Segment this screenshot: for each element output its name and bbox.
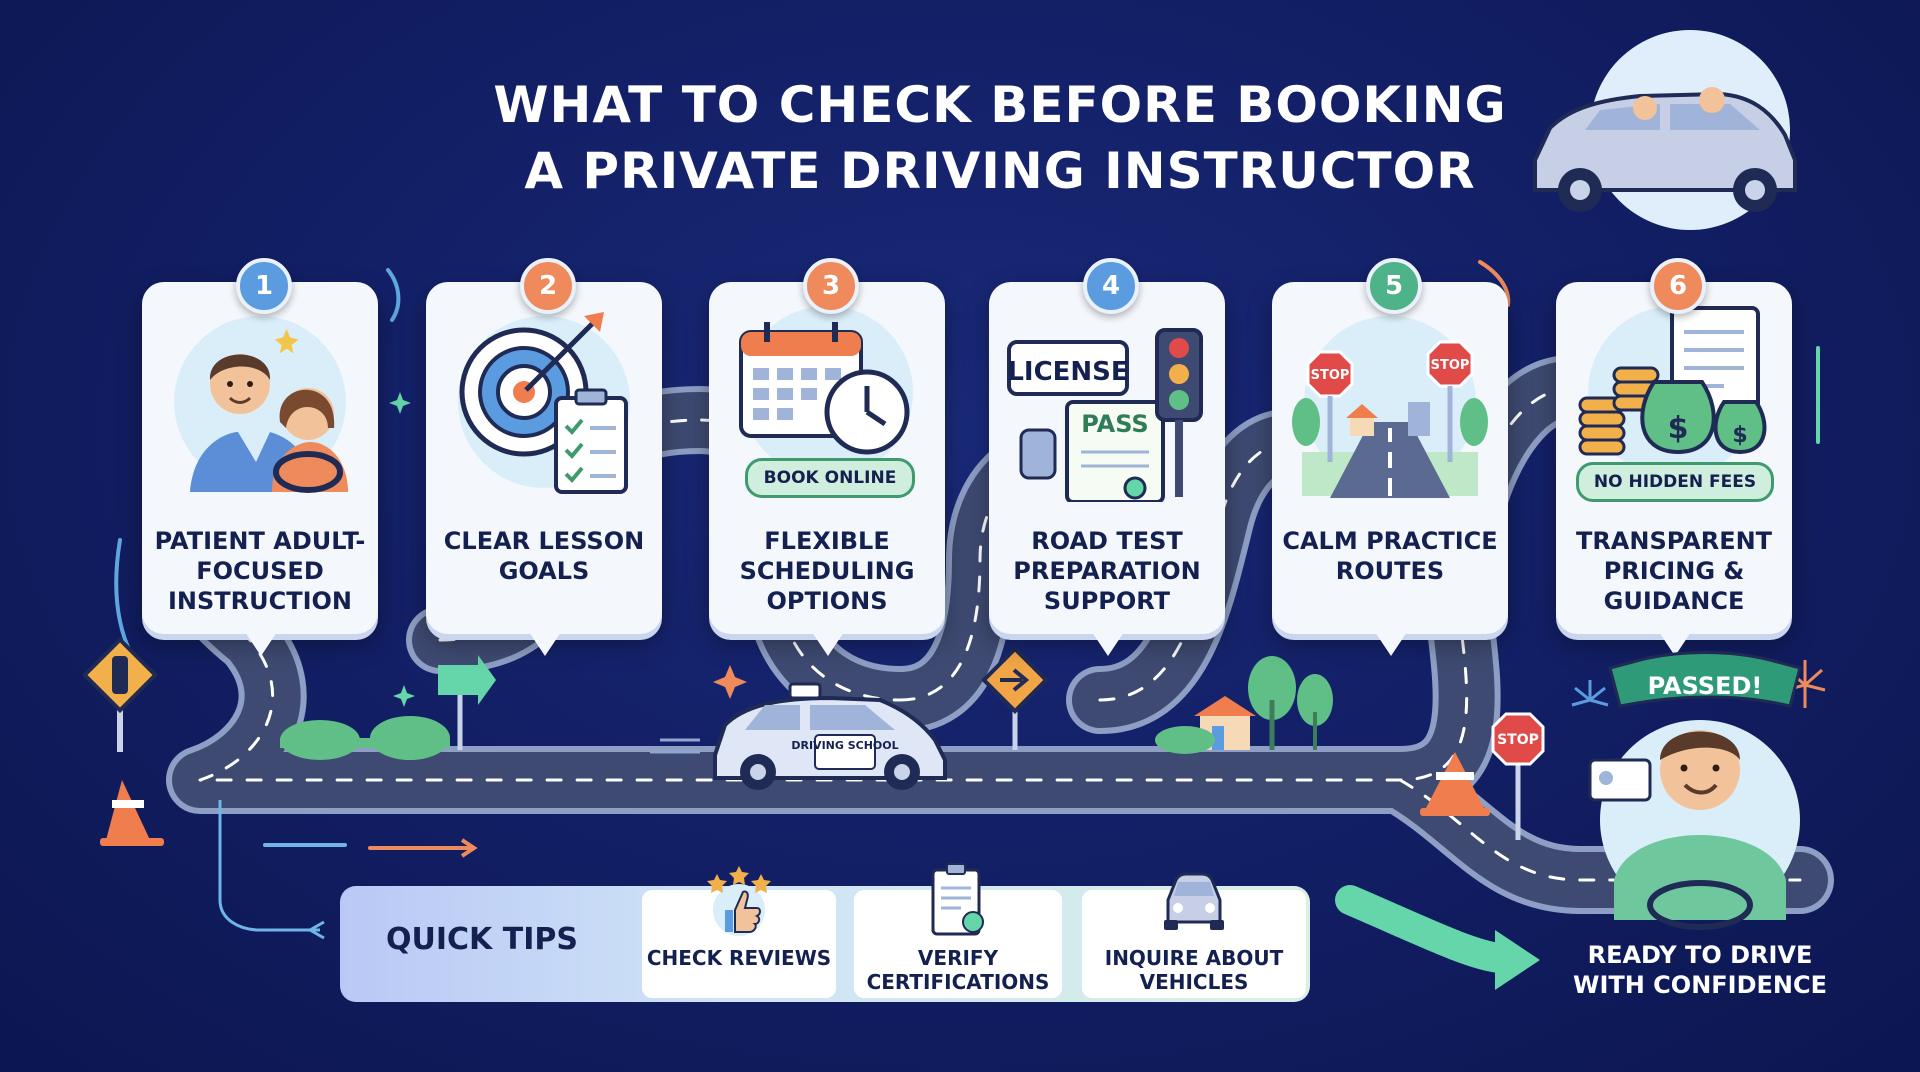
- step-label: FLEXIBLE SCHEDULING OPTIONS: [739, 527, 915, 615]
- no-hidden-fees-pill: NO HIDDEN FEES: [1576, 462, 1774, 502]
- step-card-6: $ $ NO HIDDEN FEES TRANSPARENT PRICING &…: [1556, 282, 1792, 656]
- traffic-cone-icon: [1420, 752, 1490, 816]
- stop-sign-text: STOP: [1431, 358, 1470, 373]
- card-pointer: [245, 632, 277, 656]
- step-label: ROAD TEST PREPARATION SUPPORT: [1013, 527, 1201, 615]
- step-label: PATIENT ADULT-FOCUSED INSTRUCTION: [154, 527, 366, 615]
- tip-label: CHECK REVIEWS: [646, 946, 832, 970]
- svg-text:$: $: [1668, 411, 1689, 446]
- tip-check-reviews: CHECK REVIEWS: [642, 866, 836, 998]
- stop-sign-icon: [1491, 712, 1545, 840]
- tip-inquire-vehicles: INQUIRE ABOUT VEHICLES: [1082, 872, 1306, 998]
- license-traffic-light-icon: LICENSE PASS: [1007, 328, 1203, 502]
- fireworks-icon: [1571, 680, 1609, 707]
- traffic-sign-icon: [81, 636, 159, 752]
- ready-to-drive-label: READY TO DRIVE WITH CONFIDENCE: [1572, 941, 1828, 999]
- step-badge-2: 2: [520, 258, 576, 314]
- stop-sign-text: STOP: [1497, 732, 1539, 748]
- page-title: WHAT TO CHECK BEFORE BOOKING A PRIVATE D…: [300, 72, 1700, 204]
- step-card-2: CLEAR LESSON GOALS: [426, 282, 662, 656]
- step-badge-5: 5: [1366, 258, 1422, 314]
- pass-sign-text: PASS: [1081, 410, 1148, 438]
- stop-sign-text: STOP: [1311, 368, 1350, 383]
- license-sign-text: LICENSE: [1007, 357, 1128, 387]
- tip-label: INQUIRE ABOUT VEHICLES: [1104, 946, 1284, 994]
- card-pointer: [529, 632, 561, 656]
- car-with-passengers-icon: [1533, 30, 1797, 230]
- passed-banner-text: PASSED!: [1648, 672, 1763, 700]
- happy-driver-icon: [1588, 720, 1800, 930]
- card-pointer: [812, 632, 844, 656]
- quiet-road-icon: STOP STOP: [1292, 316, 1488, 498]
- turn-sign-icon: [981, 646, 1049, 750]
- car-door-text: DRIVING SCHOOL: [791, 739, 898, 752]
- car-front-icon: [1164, 872, 1224, 930]
- calendar-clock-icon: [739, 306, 913, 478]
- step-badge-1: 1: [236, 258, 292, 314]
- quick-tips-bar: QUICK TIPS CHECK REVIEWS VERIFY CERTIFIC…: [340, 863, 1310, 1002]
- tip-label: VERIFY CERTIFICATIONS: [866, 946, 1050, 994]
- step-badge-6: 6: [1650, 258, 1706, 314]
- coins-money-bags-icon: $ $: [1578, 306, 1767, 478]
- title-line-1: WHAT TO CHECK BEFORE BOOKING: [493, 76, 1507, 134]
- target-checklist-icon: [458, 312, 630, 494]
- step-label: CLEAR LESSON GOALS: [443, 527, 645, 585]
- card-pointer: [1375, 632, 1407, 656]
- thumbs-up-stars-icon: [707, 866, 771, 936]
- driving-school-car-icon: [650, 682, 947, 790]
- step-card-4: LICENSE PASS ROAD TEST PREPARATION SUPPO…: [989, 282, 1225, 656]
- instructor-student-icon: [174, 316, 348, 493]
- step-badge-4: 4: [1083, 258, 1139, 314]
- quick-tips-title: QUICK TIPS: [386, 922, 578, 957]
- book-online-pill: BOOK ONLINE: [745, 458, 915, 498]
- svg-text:$: $: [1732, 423, 1747, 448]
- house-trees-icon: [1155, 656, 1333, 754]
- tip-verify-certifications: VERIFY CERTIFICATIONS: [854, 863, 1062, 998]
- step-card-1: PATIENT ADULT-FOCUSED INSTRUCTION: [142, 282, 378, 656]
- step-card-5: STOP STOP CALM PRACTICE ROUTES: [1272, 282, 1508, 656]
- certificate-clipboard-icon: [931, 863, 984, 936]
- passed-banner: [1608, 651, 1802, 708]
- step-badge-3: 3: [803, 258, 859, 314]
- card-pointer: [1092, 632, 1124, 656]
- traffic-cone-icon: [100, 780, 164, 846]
- step-card-3: BOOK ONLINE FLEXIBLE SCHEDULING OPTIONS: [709, 282, 945, 656]
- direction-sign-icon: [438, 655, 496, 750]
- title-line-2: A PRIVATE DRIVING INSTRUCTOR: [524, 142, 1476, 200]
- step-label: CALM PRACTICE ROUTES: [1282, 527, 1498, 585]
- step-label: TRANSPARENT PRICING & GUIDANCE: [1575, 527, 1773, 615]
